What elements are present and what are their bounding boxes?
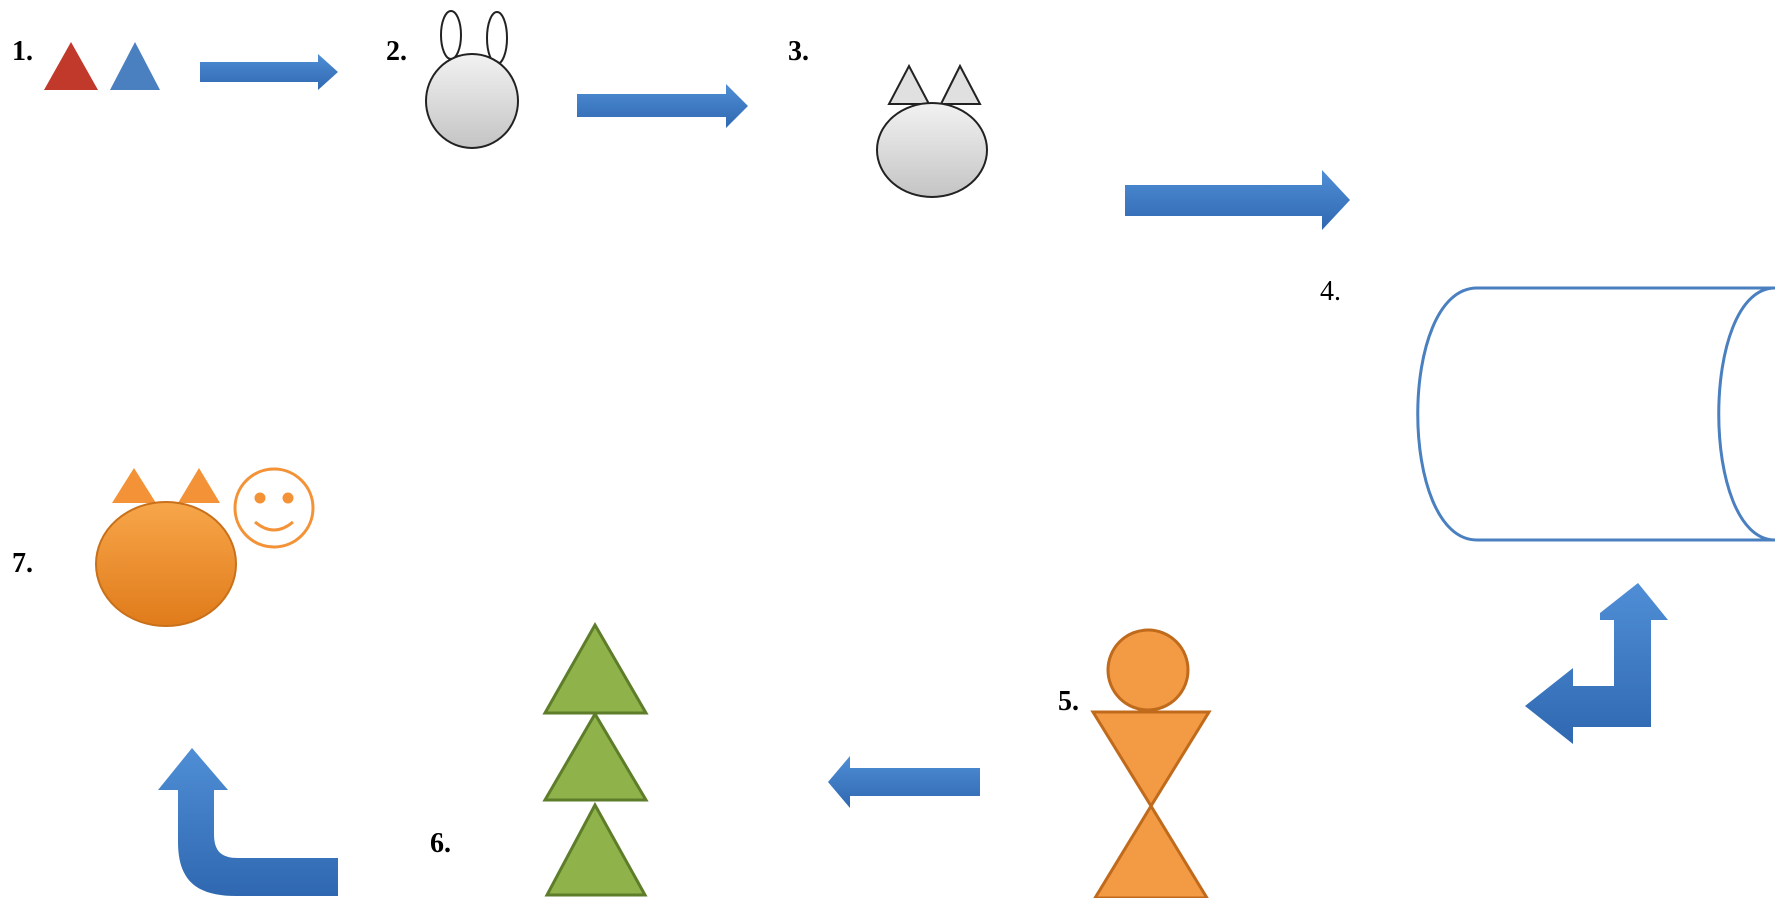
orange-figure-lower-triangle [1093,803,1209,898]
orange-head [95,501,237,627]
orange-ear-left [112,468,156,503]
step-4-label: 4. [1320,276,1341,307]
step-5-label: 5. [1058,686,1079,717]
ear-left [440,10,462,60]
arrow-right-3 [1125,170,1350,230]
step-1-label: 1. [12,36,33,67]
cylinder [1416,286,1776,542]
orange-figure-upper-triangle [1090,710,1212,809]
blue-triangle [110,42,160,90]
orange-figure-head [1106,628,1190,712]
ear-right [486,11,508,65]
bent-arrow-up [158,748,338,896]
red-triangle [44,42,98,90]
step-7-label: 7. [12,548,33,579]
step-6-label: 6. [430,828,451,859]
triangle-ear-left [887,63,931,105]
triangle-ear-right [939,63,982,105]
arrow-left-1 [828,756,980,808]
green-triangle-top [542,621,649,715]
bent-arrow-up-left [1525,583,1668,744]
smiley-icon [233,467,315,549]
green-triangle-bottom [544,801,648,897]
gray-head-cat [876,102,988,198]
arrow-right-1 [200,54,338,90]
orange-ear-right [178,468,220,503]
step-2-label: 2. [386,36,407,67]
green-triangle-middle [542,711,649,802]
gray-head [425,53,519,149]
arrow-right-2 [577,84,748,128]
step-3-label: 3. [788,36,809,67]
